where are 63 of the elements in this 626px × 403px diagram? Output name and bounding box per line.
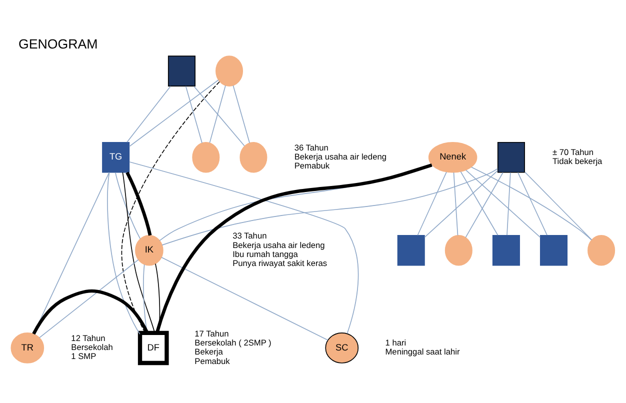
connector — [524, 171, 592, 240]
node-label: Bersekolah — [71, 342, 113, 352]
node-circle: IK — [135, 234, 164, 266]
node-circle — [216, 55, 244, 86]
node-circle: SC — [325, 332, 359, 363]
node-label: Bekerja usaha air ledeng — [232, 239, 325, 250]
connector — [185, 85, 202, 143]
connector — [128, 160, 359, 334]
connector — [465, 172, 504, 238]
node-box — [397, 234, 425, 266]
connector — [232, 84, 250, 143]
connector — [193, 85, 245, 146]
connector — [155, 262, 160, 333]
node-circle — [444, 234, 472, 266]
node-label: Pemabuk — [194, 355, 230, 366]
node-label: 33 Tahun — [232, 230, 267, 240]
connector — [107, 172, 140, 334]
connector — [506, 172, 511, 235]
connector — [122, 172, 156, 333]
node-ellipse: Nenek — [428, 141, 478, 172]
connector — [417, 171, 447, 236]
connector — [517, 172, 548, 235]
node-label: Ibu rumah tangga — [232, 248, 298, 259]
node-label: 12 Tahun — [71, 332, 106, 342]
connector — [162, 168, 498, 245]
node-circle — [588, 234, 616, 266]
connector — [460, 170, 498, 236]
node-box — [540, 234, 568, 266]
node-box: DF — [138, 330, 169, 365]
connector — [32, 288, 149, 334]
node-label: Bekerja — [194, 346, 223, 356]
node-box — [497, 141, 525, 172]
connector — [453, 172, 458, 236]
node-box — [492, 234, 520, 266]
node-label: Meninggal saat lahir — [385, 346, 460, 356]
connector — [126, 85, 171, 142]
connector — [470, 166, 592, 240]
connector — [126, 171, 152, 236]
node-label: 1 hari — [385, 336, 406, 347]
connector — [161, 256, 328, 340]
node-label: 17 Tahun — [194, 328, 229, 338]
node-label: Bekerja usaha air ledeng — [294, 150, 386, 161]
node-circle — [192, 141, 220, 172]
connector — [114, 172, 141, 239]
node-label: 36 Tahun — [294, 142, 328, 152]
node-label: Tidak bekerja — [552, 156, 602, 166]
node-box: TG — [102, 141, 130, 172]
diagram-title: GENOGRAM — [18, 36, 98, 51]
connector — [121, 80, 220, 333]
connector — [209, 84, 226, 143]
connector — [424, 170, 498, 238]
connector — [466, 169, 541, 238]
node-circle: TR — [10, 332, 44, 363]
connector — [128, 79, 219, 146]
node-label: 1 SMP — [71, 350, 96, 361]
connector — [33, 171, 110, 334]
node-circle — [240, 141, 268, 172]
node-label: Punya riwayat sakit keras — [232, 258, 328, 268]
node-label: Pemabuk — [294, 160, 330, 170]
node-label: Bersekolah ( 2SMP ) — [194, 336, 272, 347]
node-label: ± 70 Tahun — [552, 146, 594, 156]
connector — [39, 258, 139, 338]
node-box — [168, 55, 196, 86]
